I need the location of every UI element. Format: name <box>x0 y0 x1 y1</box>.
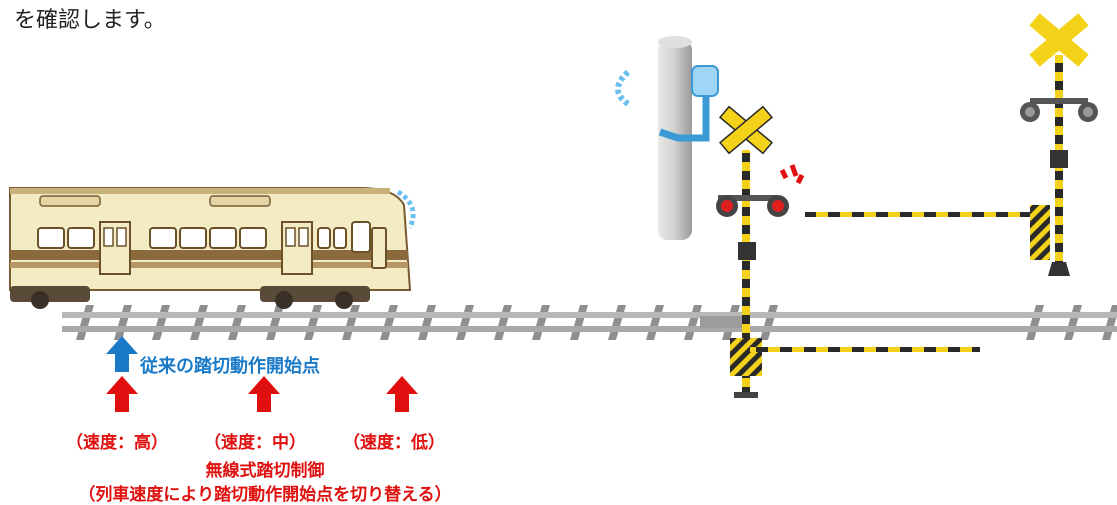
lead-text: を確認します。 <box>14 8 166 33</box>
speed-low-label: （速度：低） <box>343 433 445 453</box>
speed-high-label: （速度：高） <box>66 433 168 453</box>
sleeper <box>76 305 94 340</box>
antenna-pole-icon <box>615 36 719 240</box>
sleeper <box>532 305 550 340</box>
sleeper <box>304 305 322 340</box>
train-icon <box>9 187 412 309</box>
sleeper <box>228 305 246 340</box>
sleeper <box>152 305 170 340</box>
sleeper <box>1026 305 1044 340</box>
rail-far <box>62 312 1117 318</box>
speed-mid-label: （速度：中） <box>204 433 306 453</box>
track-sleepers <box>76 305 1117 340</box>
sleeper <box>684 305 702 340</box>
sleeper <box>190 305 208 340</box>
sleeper <box>646 305 664 340</box>
sleeper <box>266 305 284 340</box>
sleeper <box>570 305 588 340</box>
crossing-signal-far <box>1020 13 1098 276</box>
sleeper <box>380 305 398 340</box>
sleeper <box>1064 305 1082 340</box>
caption-line1: 無線式踏切制御 <box>205 461 325 481</box>
sleeper <box>342 305 360 340</box>
up-arrow-icon <box>386 376 418 412</box>
up-arrow-icon <box>106 376 138 412</box>
sleeper <box>1102 305 1117 340</box>
sleeper <box>456 305 474 340</box>
caption-line2: （列車速度により踏切動作開始点を切り替える） <box>78 485 452 505</box>
railway-track <box>62 305 1117 340</box>
crossing-gate-icon <box>750 212 1035 352</box>
alarm-marks-icon <box>779 164 805 185</box>
sleeper <box>760 305 778 340</box>
sleeper <box>114 305 132 340</box>
crossing-signal-icon <box>716 105 789 398</box>
sleeper <box>494 305 512 340</box>
rail-near <box>62 326 1117 332</box>
radio-wave-icon <box>396 189 416 229</box>
up-arrow-icon <box>248 376 280 412</box>
sleeper <box>418 305 436 340</box>
conventional-start-label: 従来の踏切動作開始点 <box>140 356 320 377</box>
sleeper <box>608 305 626 340</box>
crossing-plate <box>700 316 750 328</box>
up-arrow-icon <box>106 336 138 372</box>
